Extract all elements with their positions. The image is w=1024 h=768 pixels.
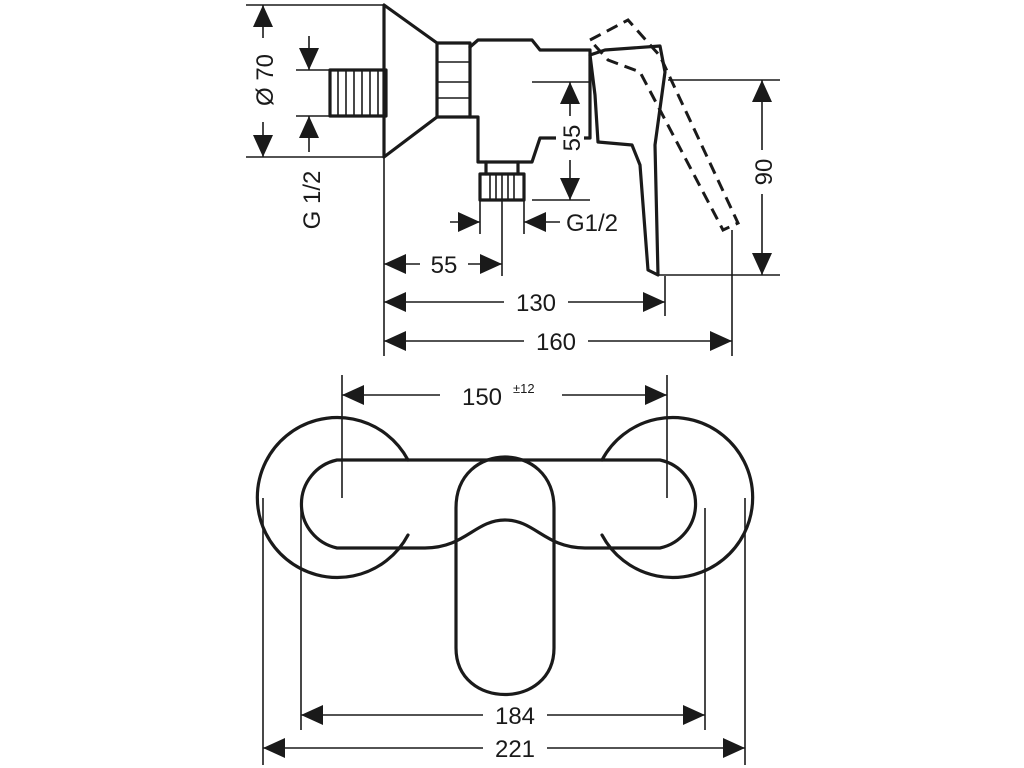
outlet-nozzle [478, 160, 526, 202]
inlet-thread-stub [328, 68, 388, 118]
mixer-body [468, 38, 592, 164]
dim-total-depth: 160 [384, 327, 732, 356]
dim-total-width: 221 [263, 734, 745, 763]
label-inlet-thread: G 1/2 [299, 171, 326, 230]
label-handle-height: 90 [751, 159, 778, 186]
dim-handle-depth: 130 [384, 288, 665, 317]
label-total-depth: 160 [536, 329, 576, 356]
label-total-width: 221 [495, 736, 535, 763]
dim-centers: 150 ±12 [342, 378, 667, 411]
dim-flange-diameter: Ø 70 [250, 5, 279, 157]
side-extension-lines [246, 4, 780, 356]
lever-handle [588, 44, 667, 277]
label-inner-width: 184 [495, 703, 535, 730]
side-view: Ø 70 G 1/2 55 G1/2 [246, 3, 780, 356]
right-escutcheon [600, 415, 755, 580]
label-centers: 150 [462, 384, 502, 411]
front-extension-lines [262, 375, 746, 765]
dim-outlet-thread: G1/2 [450, 210, 618, 237]
left-escutcheon [255, 415, 410, 580]
mixer-body-front [299, 458, 698, 550]
dim-handle-height: 90 [748, 80, 778, 275]
label-outlet-height: 55 [559, 125, 586, 152]
dim-outlet-height: 55 [556, 82, 586, 200]
front-view: 150 ±12 184 221 [255, 375, 755, 765]
dim-outlet-offset: 55 [384, 250, 502, 279]
label-flange-diameter: Ø 70 [252, 54, 279, 106]
label-centers-tolerance: ±12 [513, 381, 535, 396]
label-outlet-offset: 55 [431, 252, 458, 279]
label-handle-depth: 130 [516, 290, 556, 317]
label-outlet-thread: G1/2 [566, 210, 618, 237]
wall-flange [382, 3, 439, 159]
hex-nut [435, 41, 472, 119]
lever-handle-open-position [587, 18, 740, 232]
dim-inlet-thread: G 1/2 [299, 36, 326, 229]
dim-inner-width: 184 [301, 701, 705, 730]
lever-handle-front [454, 455, 556, 696]
